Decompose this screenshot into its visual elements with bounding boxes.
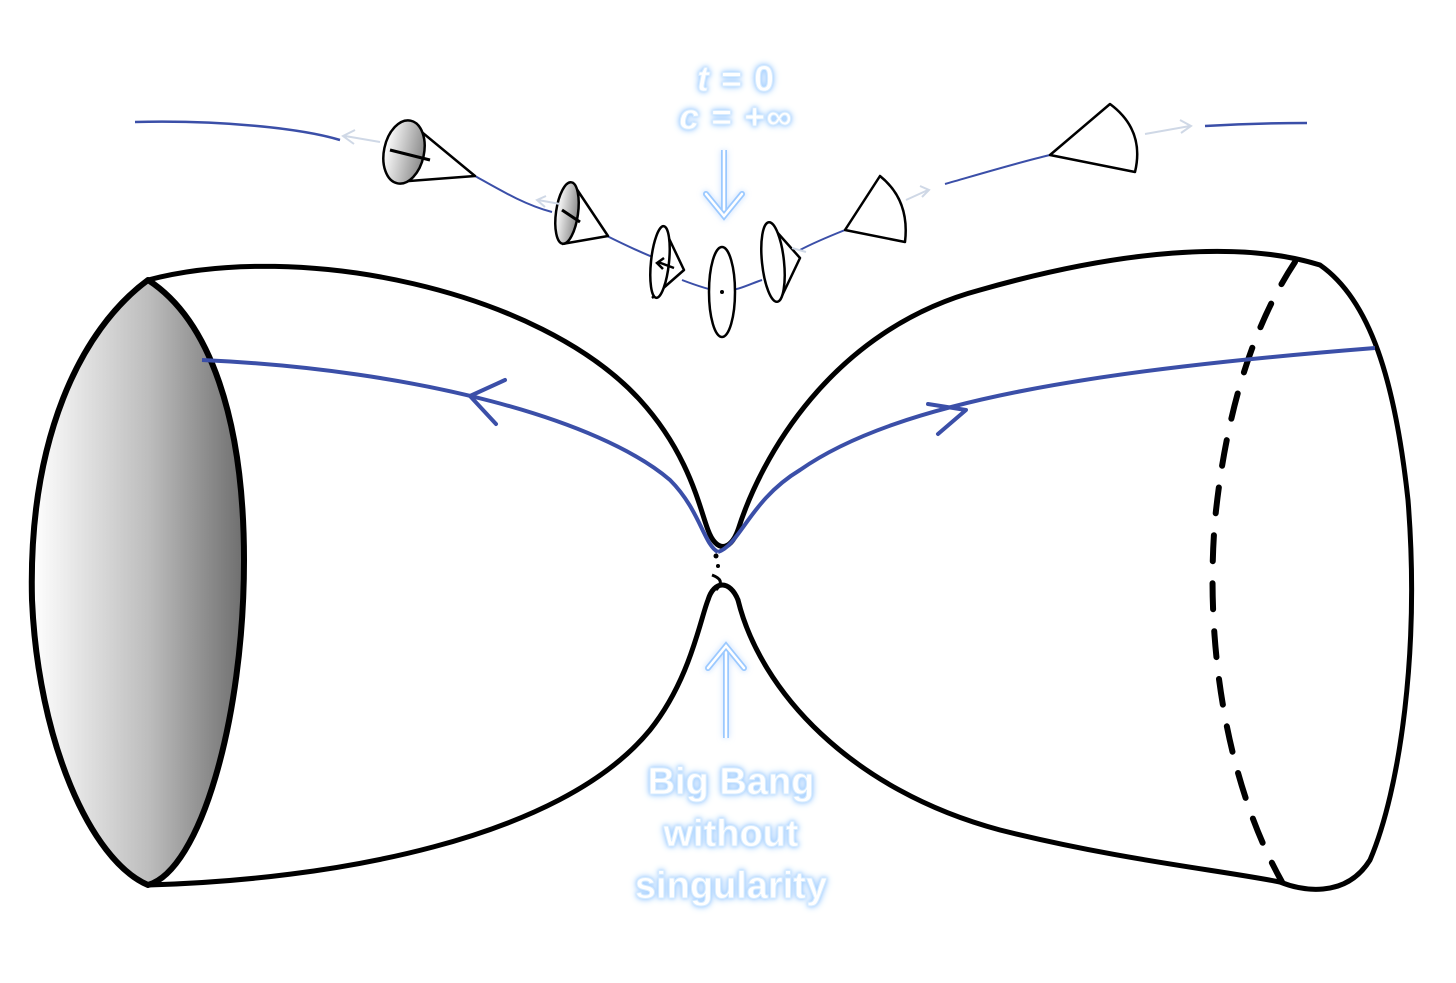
cone-worldline bbox=[135, 122, 340, 140]
worldline-left-branch bbox=[202, 360, 718, 552]
up-arrow bbox=[708, 645, 744, 738]
big-bang-caption: Big Bang without singularity bbox=[566, 756, 896, 912]
light-cone-6 bbox=[845, 176, 929, 242]
light-cone-sequence bbox=[135, 104, 1307, 337]
initial-conditions-label: t = 0 c = +∞ bbox=[636, 60, 836, 136]
caption-line-2: without bbox=[566, 808, 896, 860]
glow-arrows bbox=[706, 150, 744, 738]
light-cone-5 bbox=[758, 221, 806, 303]
worldline-right-branch bbox=[718, 348, 1375, 552]
worldline-right-arrow bbox=[928, 404, 966, 434]
light-cone-4-disk bbox=[709, 247, 735, 337]
light-cone-7 bbox=[1050, 104, 1191, 172]
down-arrow bbox=[706, 150, 742, 216]
speed-equation: c = +∞ bbox=[636, 98, 836, 136]
light-cone-3 bbox=[647, 225, 684, 298]
surface-worldline bbox=[202, 348, 1375, 552]
light-cone-2 bbox=[537, 181, 608, 245]
caption-line-1: Big Bang bbox=[566, 756, 896, 808]
caption-line-3: singularity bbox=[566, 860, 896, 912]
light-cone-1 bbox=[343, 117, 475, 188]
left-bell-opening bbox=[32, 280, 244, 885]
time-equation: t = 0 bbox=[636, 60, 836, 98]
